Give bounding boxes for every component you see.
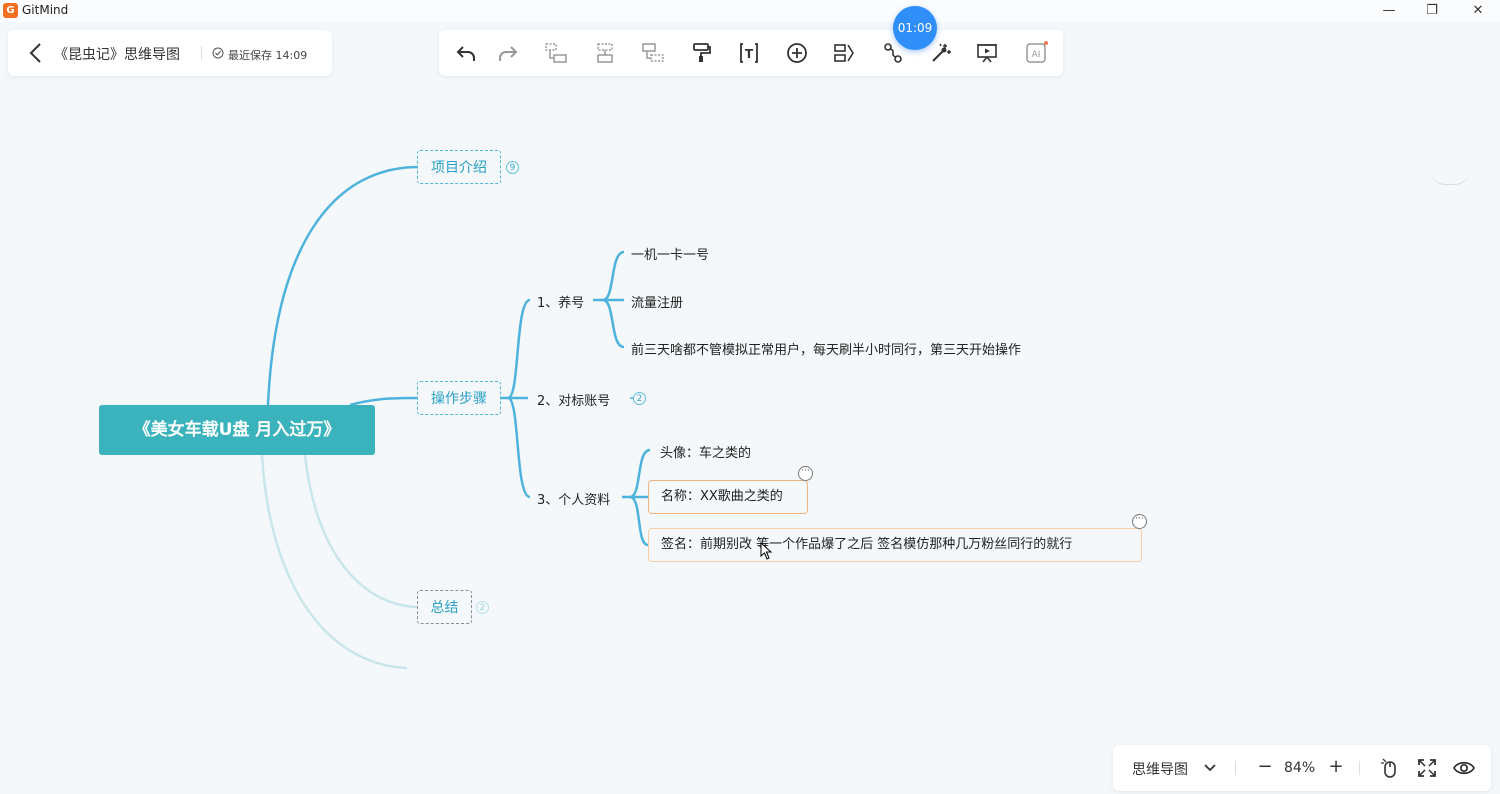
eye-icon	[1453, 761, 1475, 775]
svg-text:AI: AI	[1032, 50, 1041, 60]
header-divider	[201, 46, 202, 60]
format-painter-button[interactable]	[689, 41, 713, 65]
ai-icon: AI	[1026, 41, 1048, 63]
branch-node-steps[interactable]: 操作步骤	[417, 381, 501, 415]
summary-button[interactable]	[833, 41, 857, 65]
leaf-node[interactable]: 一机一卡一号	[631, 248, 710, 263]
ai-button[interactable]: AI	[1024, 41, 1048, 65]
mouse-cursor-icon	[760, 542, 772, 560]
zoom-control-bar: 思维导图 − 84% +	[1113, 745, 1491, 791]
collapsed-count-badge[interactable]: 2	[476, 601, 489, 614]
branch-node-intro[interactable]: 项目介绍	[417, 150, 501, 184]
redo-icon	[499, 46, 518, 61]
format-painter-icon	[693, 43, 711, 62]
comment-icon[interactable]: ···	[798, 466, 813, 481]
toolbar-divider	[1359, 761, 1360, 775]
text-button[interactable]: T	[737, 41, 761, 65]
add-parent-node-icon	[642, 43, 664, 62]
relation-line-icon	[884, 43, 902, 63]
minimize-button[interactable]: —	[1382, 3, 1396, 18]
collapsed-count-badge[interactable]: 9	[506, 161, 519, 174]
editing-leaf-node[interactable]: 签名：前期别改 等一个作品爆了之后 签名模仿那种几万粉丝同行的就行	[648, 528, 1142, 562]
step-node-2[interactable]: 2、对标账号	[537, 394, 611, 409]
close-window-button[interactable]: ✕	[1472, 3, 1484, 18]
magic-wand-button[interactable]	[929, 41, 953, 65]
leaf-node[interactable]: 流量注册	[631, 296, 684, 311]
document-title[interactable]: 《昆虫记》思维导图	[54, 47, 180, 63]
add-child-node-icon	[545, 43, 567, 63]
fit-screen-button[interactable]	[1416, 757, 1438, 779]
branch-node-summary[interactable]: 总结	[417, 590, 472, 624]
relation-line-button[interactable]	[881, 41, 905, 65]
session-timer[interactable]: 01:09	[893, 6, 937, 50]
right-edge-arc	[1430, 170, 1470, 185]
add-sibling-node-button[interactable]	[593, 41, 617, 65]
add-parent-node-button[interactable]	[641, 41, 665, 65]
root-node[interactable]: 《美女车载U盘 月入过万》	[99, 405, 375, 455]
magic-wand-icon	[932, 43, 951, 62]
text-icon: T	[740, 43, 758, 63]
window-titlebar: G GitMind — ❐ ✕	[0, 0, 1500, 22]
step-node-3[interactable]: 3、个人资料	[537, 493, 611, 508]
collapsed-count-badge[interactable]: 2	[633, 392, 646, 405]
zoom-level: 84%	[1284, 760, 1316, 776]
document-header: 《昆虫记》思维导图 最近保存 14:09	[8, 30, 332, 76]
back-arrow-icon[interactable]	[26, 41, 46, 65]
add-child-node-button[interactable]	[544, 41, 568, 65]
insert-icon	[787, 43, 807, 63]
save-status: 最近保存 14:09	[228, 49, 308, 62]
zoom-in-button[interactable]: +	[1328, 756, 1344, 777]
leaf-node[interactable]: 前三天啥都不管模拟正常用户，每天刷半小时同行，第三天开始操作	[631, 343, 1022, 358]
chevron-down-icon[interactable]	[1203, 759, 1217, 777]
svg-text:T: T	[745, 47, 754, 61]
gitmind-logo-icon: G	[3, 3, 18, 18]
undo-button[interactable]	[454, 41, 478, 65]
mouse-mode-button[interactable]	[1379, 757, 1401, 779]
undo-icon	[456, 46, 475, 61]
expand-icon	[1418, 759, 1436, 777]
app-name: GitMind	[22, 3, 69, 17]
main-toolbar: T AI	[439, 30, 1063, 76]
view-mode-select[interactable]: 思维导图	[1132, 762, 1188, 778]
presentation-button[interactable]	[975, 41, 999, 65]
presentation-icon	[977, 44, 997, 63]
redo-button[interactable]	[496, 41, 520, 65]
preview-button[interactable]	[1453, 757, 1475, 779]
restore-button[interactable]: ❐	[1426, 3, 1438, 18]
leaf-node[interactable]: 头像：车之类的	[660, 446, 752, 461]
step-node-1[interactable]: 1、养号	[537, 296, 585, 311]
check-circle-icon	[212, 47, 224, 59]
add-sibling-node-icon	[597, 43, 613, 63]
comment-icon[interactable]: ···	[1132, 514, 1147, 529]
selected-leaf-node[interactable]: 名称：XX歌曲之类的	[648, 480, 808, 514]
toolbar-divider	[1235, 761, 1236, 775]
insert-button[interactable]	[785, 41, 809, 65]
zoom-out-button[interactable]: −	[1257, 756, 1273, 777]
mouse-icon	[1381, 758, 1396, 778]
summary-icon	[834, 44, 854, 62]
